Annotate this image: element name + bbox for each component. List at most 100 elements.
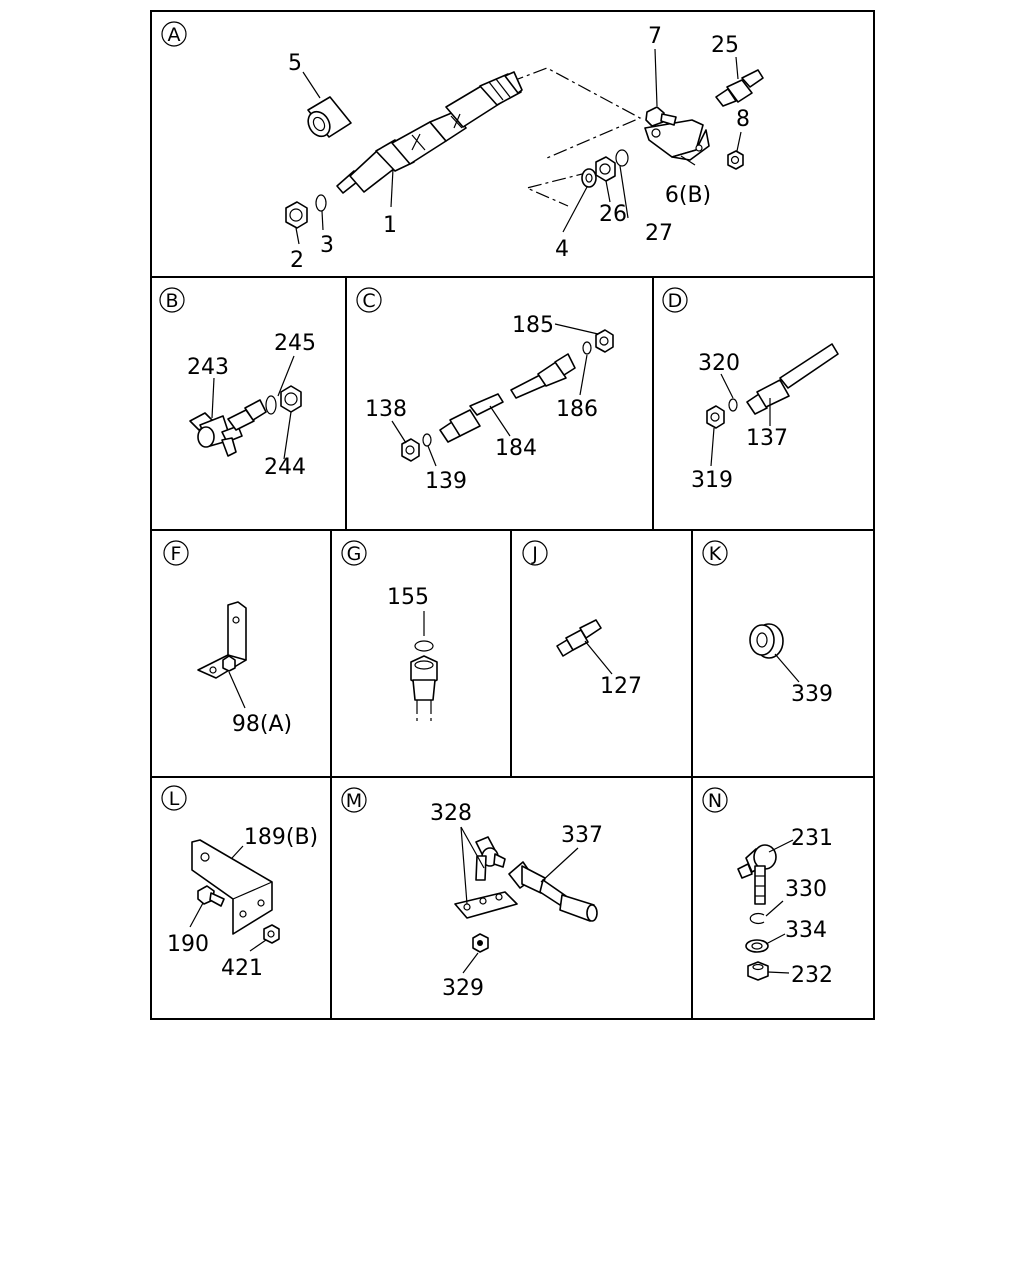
section-f: F 98(A)	[163, 540, 292, 737]
label-186: 186	[556, 397, 598, 422]
part-243-tee-fitting	[189, 399, 267, 457]
section-k: K 339	[702, 540, 833, 707]
section-j: J 127	[522, 540, 642, 699]
part-155-o-ring	[414, 640, 434, 652]
label-319: 319	[691, 468, 733, 493]
label-5: 5	[288, 51, 302, 76]
svg-text:A: A	[168, 24, 181, 46]
section-letter-g: G	[341, 540, 367, 566]
part-190-bolt	[197, 885, 225, 907]
section-l: L 189(B) 190 421	[161, 785, 318, 981]
section-n: N 231 330 334 232	[702, 787, 833, 988]
part-320-washer	[728, 398, 738, 412]
svg-text:K: K	[709, 543, 722, 565]
label-4: 4	[555, 237, 569, 262]
svg-text:M: M	[346, 790, 362, 812]
part-27-washer	[615, 149, 629, 167]
section-letter-m: M	[341, 787, 367, 813]
section-m: M 328 337 329	[341, 787, 603, 1001]
label-232: 232	[791, 963, 833, 988]
section-letter-d: D	[662, 287, 688, 313]
label-138: 138	[365, 397, 407, 422]
label-2: 2	[290, 248, 304, 273]
label-1: 1	[383, 213, 397, 238]
part-6b-bracket	[644, 119, 710, 161]
part-329-nut	[472, 933, 489, 953]
label-339: 339	[791, 682, 833, 707]
label-243: 243	[187, 355, 229, 380]
part-184-tube	[439, 353, 576, 443]
label-139: 139	[425, 469, 467, 494]
leaders-a	[295, 48, 742, 245]
part-98a-bracket	[197, 601, 247, 679]
part-245-washer	[265, 395, 277, 415]
svg-text:J: J	[531, 543, 538, 565]
section-g: G 155	[341, 540, 438, 724]
part-25-fitting	[715, 69, 764, 107]
part-232-nut	[747, 961, 769, 981]
label-330: 330	[785, 877, 827, 902]
label-185: 185	[512, 313, 554, 338]
label-329: 329	[442, 976, 484, 1001]
part-127-fitting	[556, 619, 602, 657]
section-letter-n: N	[702, 787, 728, 813]
part-231-banjo-fitting	[737, 844, 777, 905]
section-letter-b: B	[159, 287, 185, 313]
label-184: 184	[495, 436, 537, 461]
section-letter-j: J	[522, 540, 548, 566]
label-320: 320	[698, 351, 740, 376]
part-186-washer	[582, 341, 592, 355]
part-421-nut	[263, 924, 280, 944]
part-4-washer	[581, 168, 597, 188]
label-98a: 98(A)	[232, 712, 292, 737]
label-231: 231	[791, 826, 833, 851]
label-6b: 6(B)	[665, 183, 711, 208]
label-27: 27	[645, 221, 673, 246]
part-2-nut	[285, 201, 308, 229]
section-c: C 185 186 138 184 139	[356, 287, 614, 494]
label-190: 190	[167, 932, 209, 957]
svg-text:D: D	[668, 290, 683, 312]
label-334: 334	[785, 918, 827, 943]
part-189b-bracket	[191, 839, 273, 935]
label-137: 137	[746, 426, 788, 451]
label-189b: 189(B)	[244, 825, 318, 850]
part-328-elbow-plate	[454, 836, 518, 919]
part-138-nut	[401, 438, 420, 462]
label-328: 328	[430, 801, 472, 826]
label-7: 7	[648, 24, 662, 49]
part-244-nut	[280, 385, 302, 413]
part-3-washer	[315, 194, 327, 212]
part-334-washer	[745, 939, 769, 953]
part-319-nut	[706, 405, 725, 429]
part-330-clip	[749, 912, 765, 925]
part-337-coupler	[508, 861, 598, 922]
part-185-nut	[595, 329, 614, 353]
label-3: 3	[320, 233, 334, 258]
label-245: 245	[274, 331, 316, 356]
label-26: 26	[599, 202, 627, 227]
part-155-fitting	[410, 655, 438, 724]
label-155: 155	[387, 585, 429, 610]
part-5-sleeve	[307, 96, 352, 138]
svg-text:F: F	[171, 543, 182, 565]
section-letter-c: C	[356, 287, 382, 313]
label-421: 421	[221, 956, 263, 981]
svg-text:B: B	[165, 290, 178, 312]
label-25: 25	[711, 33, 739, 58]
part-26-nut	[595, 156, 616, 182]
part-1-hose-assembly	[336, 71, 523, 194]
section-letter-a: A	[161, 21, 187, 47]
label-8: 8	[736, 107, 750, 132]
section-letter-l: L	[161, 785, 187, 811]
section-letter-k: K	[702, 540, 728, 566]
diagram-frame	[150, 10, 875, 1020]
section-d: D 320 137 319	[662, 287, 839, 493]
part-139-washer	[422, 433, 432, 447]
part-8-nut	[727, 150, 744, 170]
part-7-bolt	[645, 106, 677, 127]
section-letter-f: F	[163, 540, 189, 566]
part-137-tube	[746, 343, 839, 415]
svg-text:N: N	[708, 790, 722, 812]
